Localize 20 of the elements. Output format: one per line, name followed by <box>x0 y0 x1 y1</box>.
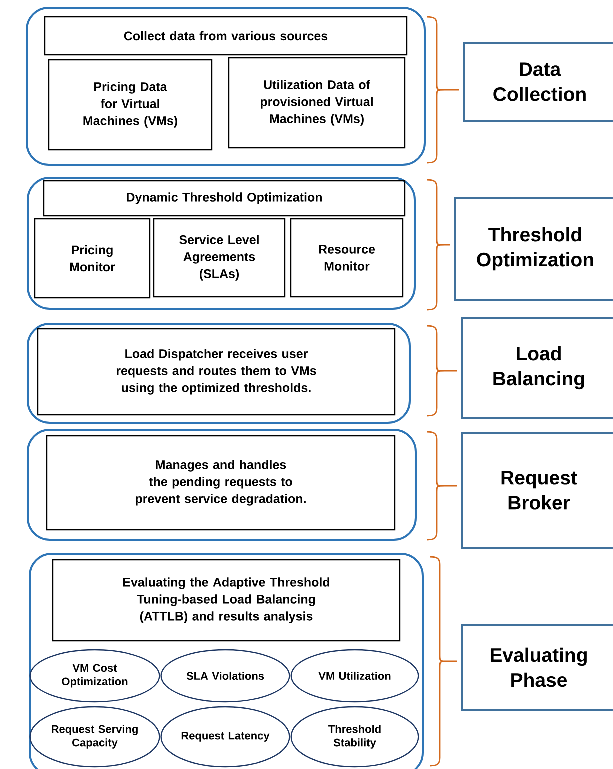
phase-panel <box>27 323 411 424</box>
process-box: Dynamic Threshold Optimization <box>43 180 406 217</box>
process-box: Collect data from various sources <box>44 16 408 56</box>
process-box: Pricing Monitor <box>34 218 151 299</box>
process-box: Load Dispatcher receives user requests and routes them to VMs using the optimized thresholds. <box>37 328 396 416</box>
phase-label-box: Data Collection <box>463 42 613 122</box>
phase-panel <box>26 7 426 166</box>
process-box: Pricing Data for Virtual Machines (VMs) <box>48 59 213 151</box>
process-box: Resource Monitor <box>290 218 404 298</box>
phase-label-box: Threshold Optimization <box>454 197 613 301</box>
phase-label-box: Evaluating Phase <box>461 624 613 711</box>
phase-panel <box>29 553 424 769</box>
process-box: Utilization Data of provisioned Virtual Machines (VMs) <box>228 57 406 149</box>
phase-label-box: Load Balancing <box>461 317 613 419</box>
process-box: Manages and handles the pending requests to prevent service degradation. <box>46 435 396 531</box>
phase-label-box: Request Broker <box>461 432 613 549</box>
phase-panel <box>27 429 417 541</box>
process-box: Evaluating the Adaptive Threshold Tuning-based Load Balancing (ATTLB) and results analysis <box>52 559 401 642</box>
process-box: Service Level Agreements (SLAs) <box>153 218 286 298</box>
phase-panel <box>27 177 416 310</box>
